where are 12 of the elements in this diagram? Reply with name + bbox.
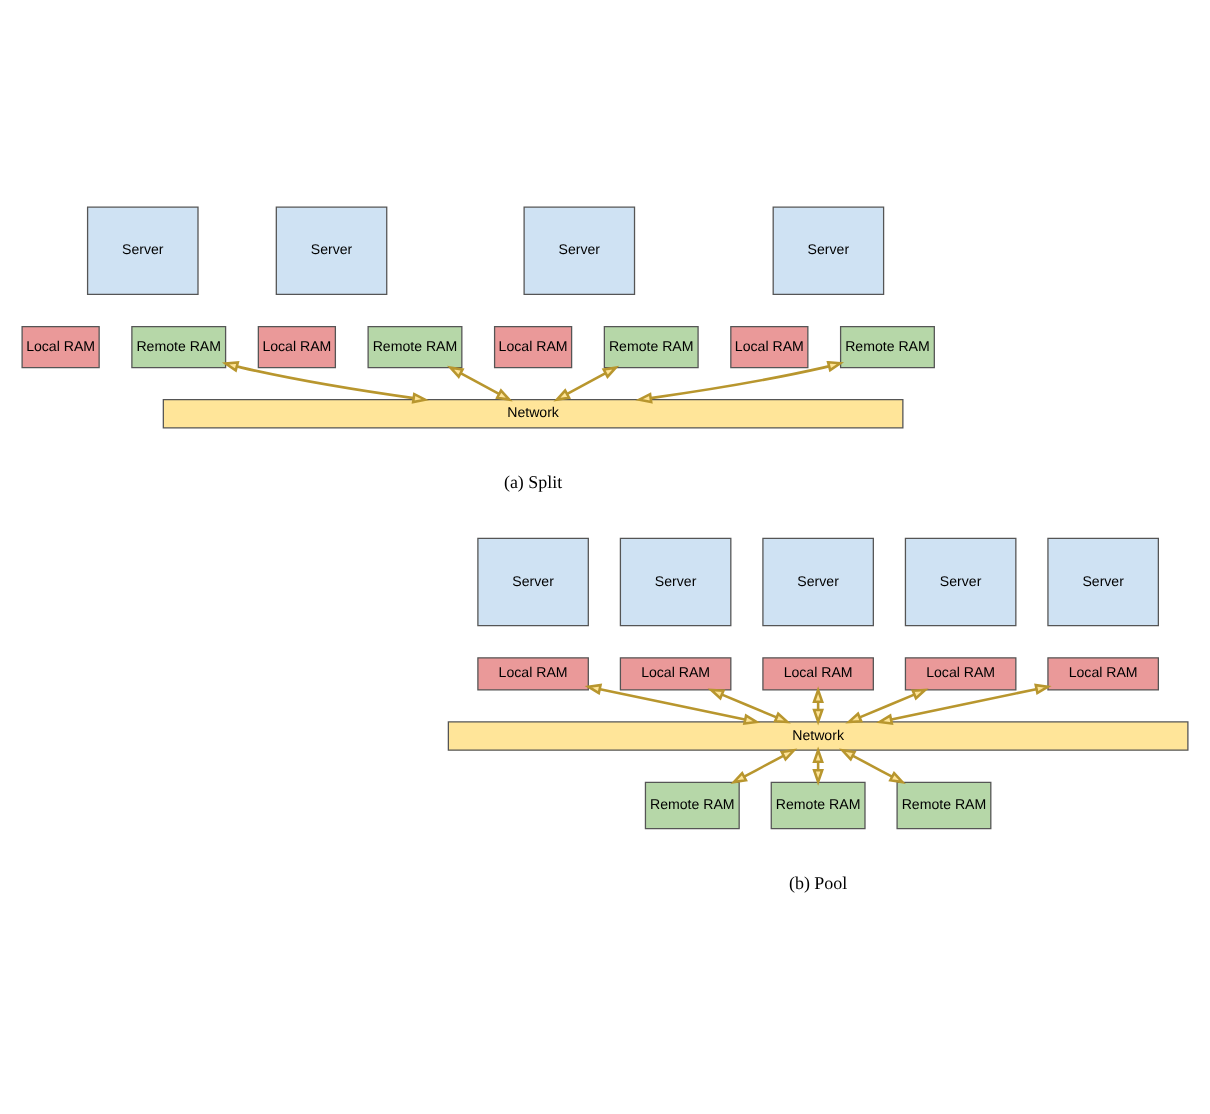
- arrow: [635, 360, 845, 404]
- arrow: [221, 361, 429, 404]
- arrow: [875, 683, 1052, 725]
- arrow: [730, 748, 798, 784]
- arrow: [707, 688, 791, 724]
- arrow: [845, 688, 929, 724]
- arrow: [553, 365, 620, 402]
- arrow: [447, 365, 513, 402]
- label: (a) Split: [503, 471, 563, 492]
- label: (b) Pool: [788, 872, 848, 893]
- arrow: [838, 748, 906, 784]
- arrow: [584, 683, 761, 725]
